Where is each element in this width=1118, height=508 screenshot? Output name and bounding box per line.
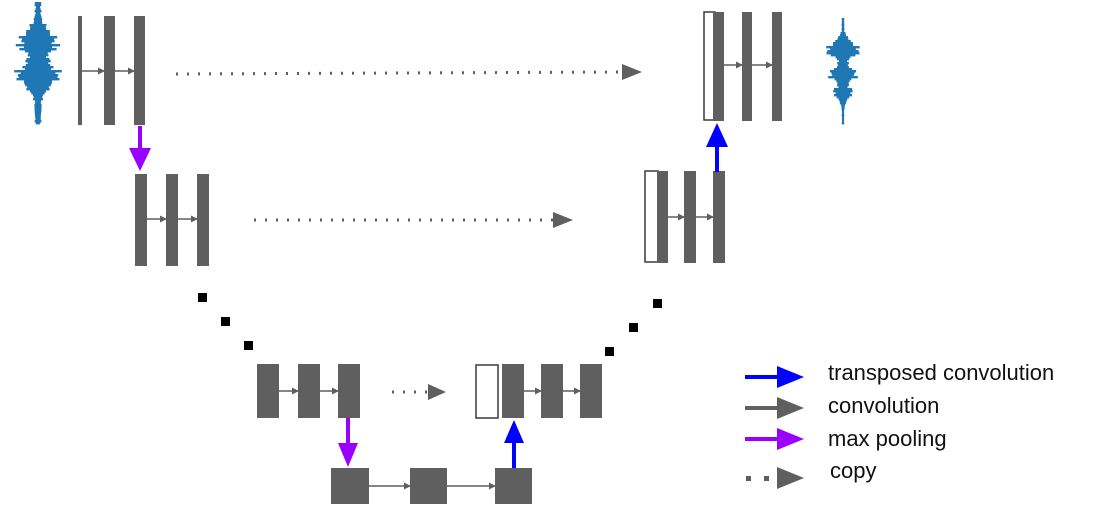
ellipsis-dots-left — [198, 293, 253, 350]
feature-map — [772, 12, 782, 121]
copy-connection-level-2 — [254, 212, 573, 228]
legend-item-maxpool: max pooling — [745, 426, 947, 451]
copied-feature-map — [475, 364, 499, 419]
feature-map — [338, 364, 360, 418]
feature-map — [657, 171, 668, 263]
legend-label-convolution: convolution — [828, 393, 939, 418]
legend-copy-dot-icon — [746, 476, 751, 481]
feature-map — [495, 468, 532, 504]
copy-connection-level-1 — [175, 64, 642, 80]
copy-connection-level-3 — [392, 384, 446, 400]
feature-map — [713, 12, 724, 121]
feature-map — [257, 364, 279, 418]
legend-label-copy: copy — [830, 458, 876, 483]
decoder-level-1 — [703, 11, 782, 121]
feature-map — [166, 174, 178, 266]
feature-map — [331, 468, 369, 504]
input-waveform-icon — [14, 2, 62, 125]
bottleneck — [331, 468, 532, 504]
legend-label-maxpool: max pooling — [828, 426, 947, 451]
feature-map — [502, 364, 524, 418]
feature-map — [78, 16, 82, 125]
feature-map — [580, 364, 602, 418]
legend-label-transposed: transposed convolution — [828, 360, 1054, 385]
feature-map — [135, 174, 147, 266]
max-pooling-arrow — [129, 126, 151, 171]
transposed-convolution-arrow — [706, 123, 728, 172]
legend-item-copy: copy — [746, 458, 876, 489]
feature-map — [197, 174, 209, 266]
encoder-level-3 — [257, 364, 360, 418]
feature-map — [713, 171, 725, 263]
copied-feature-map — [644, 170, 659, 263]
feature-map — [742, 12, 752, 121]
decoder-level-3 — [475, 364, 602, 419]
feature-map — [104, 16, 115, 125]
legend-item-convolution: convolution — [745, 393, 939, 419]
ellipsis-dots-right — [605, 299, 662, 356]
feature-map — [410, 468, 447, 504]
legend-maxpool-arrowhead — [777, 428, 804, 450]
feature-map — [298, 364, 320, 418]
feature-map — [684, 171, 696, 263]
legend: transposed convolution convolution max p… — [745, 360, 1054, 489]
decoder-level-2 — [644, 170, 725, 263]
max-pooling-arrow — [338, 418, 358, 467]
legend-copy-dot-icon — [764, 476, 769, 481]
transposed-convolution-arrow — [504, 420, 524, 468]
legend-transposed-arrowhead — [777, 366, 804, 388]
encoder-level-1 — [78, 16, 145, 125]
legend-copy-arrowhead — [777, 467, 804, 489]
legend-convolution-arrowhead — [777, 397, 804, 419]
encoder-level-2 — [135, 174, 209, 266]
output-waveform-icon — [826, 18, 860, 125]
feature-map — [134, 16, 145, 125]
feature-map — [541, 364, 563, 418]
legend-item-transposed: transposed convolution — [745, 360, 1054, 388]
